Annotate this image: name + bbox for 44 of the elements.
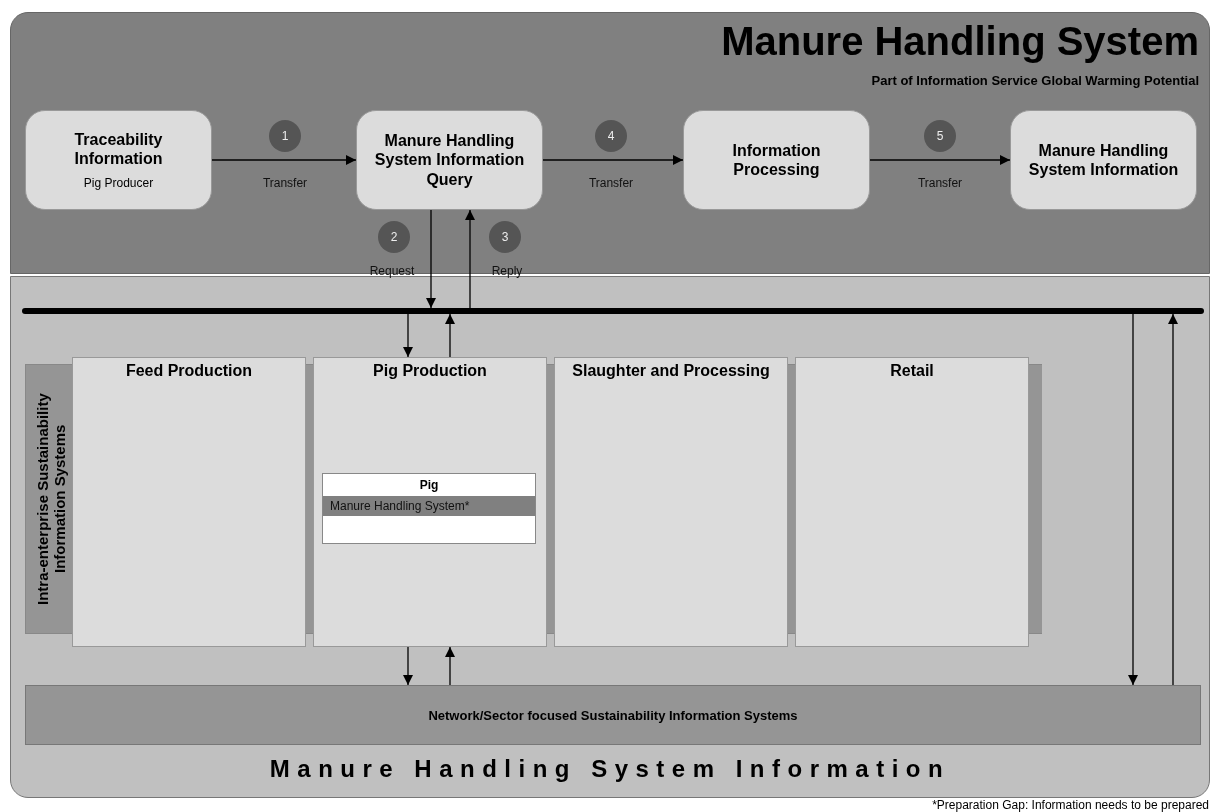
diagram-title: Manure Handling System [721,19,1199,64]
arrow [403,646,413,686]
footnote: *Preparation Gap: Information needs to be prepared [932,798,1209,812]
system-band [25,364,72,634]
process-box [356,110,543,210]
edge-label: Transfer [588,176,634,190]
panel-subtitle: Part of Information Service Global Warming Potential [871,73,1199,88]
arrow [542,155,684,165]
process-title: Manure Handling System Information [1027,140,1180,180]
stage-column [72,357,306,647]
process-box [1010,110,1197,210]
arrow [1128,313,1138,686]
stage-column [795,357,1029,647]
data-table [322,473,536,544]
arrow [211,155,357,165]
information-panel [10,276,1210,798]
panel-title: Manure Handling System Information [269,755,951,782]
arrow [426,209,436,309]
band-label: Intra-enterprise Sustainability Information Systems [33,392,69,607]
column-heading: Pig Production [372,362,488,380]
process-box [25,110,212,210]
network-system-box [25,685,1201,745]
edge-label: Transfer [262,176,308,190]
arrow [869,155,1011,165]
arrow [1168,313,1178,686]
arrow [465,209,475,309]
stage-column [313,357,547,647]
process-title: Manure Handling System Information Query [373,131,526,189]
arrow [403,313,413,358]
column-heading: Feed Production [124,362,254,380]
process-subtitle: Pig Producer [83,176,154,191]
process-box [683,110,870,210]
column-heading: Slaughter and Processing [571,362,771,380]
table-header: Pig [418,477,440,494]
process-title: Traceability Information [73,129,164,169]
stage-column [554,357,788,647]
edge-label: Transfer [917,176,963,190]
arrow [445,646,455,686]
box-label: Network/Sector focused Sustainability Information Systems [428,707,798,723]
column-heading: Retail [889,362,935,380]
process-title: Information Processing [731,140,822,180]
table-row: Manure Handling System* [323,496,535,516]
arrow [445,313,455,358]
information-bus-bar [22,308,1204,314]
